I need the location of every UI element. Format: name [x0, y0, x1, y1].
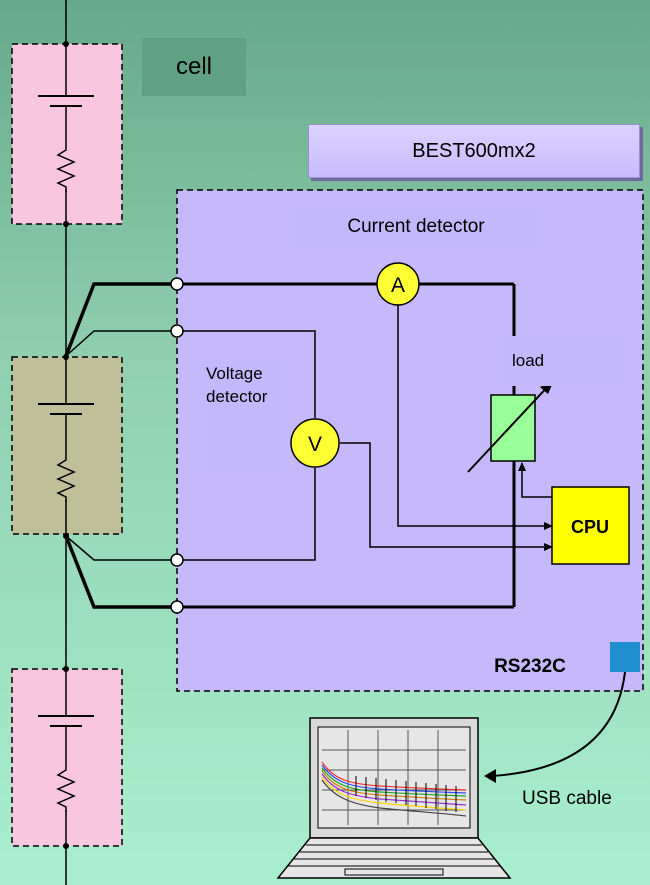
ammeter: A [376, 262, 420, 306]
voltage-detector-line1: Voltage [206, 364, 263, 383]
laptop-icon [276, 717, 512, 879]
signal-wires [340, 305, 552, 548]
cell-middle [11, 354, 123, 539]
voltage-detector-line2: detector [206, 387, 268, 406]
cpu-label: CPU [571, 517, 609, 537]
current-detector-text: Current detector [347, 216, 485, 237]
voltmeter-label: V [308, 433, 322, 456]
model-label-text: BEST600mx2 [412, 139, 536, 162]
variable-load [467, 380, 554, 473]
cell-top [11, 41, 123, 227]
usb-cable [491, 671, 626, 777]
rs232c-label-text: RS232C [494, 656, 566, 677]
cpu-block: CPU [551, 486, 630, 565]
current-detector-label: Current detector [295, 205, 537, 249]
connection-wires [64, 282, 177, 609]
usb-cable-label-text: USB cable [522, 788, 612, 809]
cell-label: cell [142, 38, 246, 96]
voltage-wires [177, 330, 316, 561]
load-label-text: load [512, 351, 545, 370]
cell-label-text: cell [175, 53, 212, 80]
terminals [170, 277, 184, 614]
voltage-detector-text: Voltage detector [206, 362, 267, 408]
usb-cable-label: USB cable [522, 782, 650, 816]
ammeter-label: A [391, 274, 405, 297]
model-label: BEST600mx2 [308, 124, 640, 178]
signal-arrowheads [518, 462, 553, 551]
voltage-detector-label: Voltage detector [202, 358, 286, 472]
cell-bottom [11, 666, 123, 849]
usb-cable-arrowhead [484, 769, 496, 783]
rs232c-port [610, 642, 640, 672]
voltmeter: V [290, 418, 340, 468]
rs232c-label: RS232C [470, 652, 590, 682]
load-label: load [498, 336, 626, 386]
